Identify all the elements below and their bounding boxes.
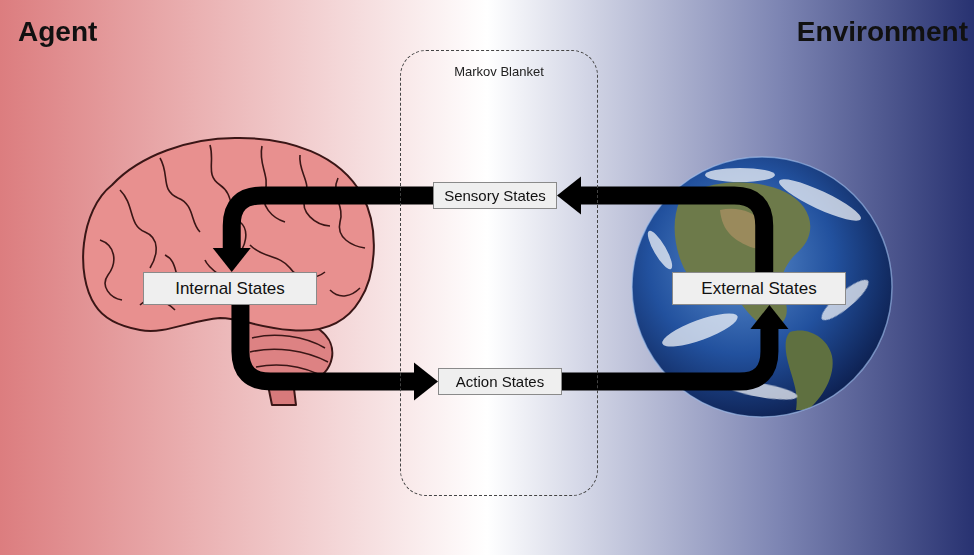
- markov-blanket: Markov BlanketSensory StatesAction State…: [400, 50, 598, 496]
- state-label: Internal States: [175, 279, 285, 299]
- arrow-shaft: [579, 196, 764, 273]
- state-box: Sensory States: [433, 182, 557, 209]
- arrow-head: [213, 248, 251, 272]
- state-label: Action States: [456, 373, 544, 390]
- arrow-shaft: [232, 196, 433, 251]
- flow-arrow: [240, 305, 438, 401]
- flow-arrow: [557, 177, 764, 273]
- region-heading: Markov Blanket: [401, 64, 597, 79]
- state-label: Sensory States: [444, 187, 546, 204]
- arrow-head: [557, 177, 581, 215]
- brain-illustration: [83, 138, 374, 405]
- arrow-shaft: [240, 305, 416, 382]
- arrow-head: [414, 363, 438, 401]
- state-label: External States: [701, 279, 816, 299]
- arrow-shaft: [562, 327, 769, 382]
- state-box: Action States: [438, 368, 562, 395]
- state-box: External States: [672, 272, 846, 305]
- region-title: Agent: [18, 16, 97, 48]
- arrow-head: [750, 305, 788, 329]
- region-title: Environment: [797, 16, 968, 48]
- state-box: Internal States: [143, 272, 317, 305]
- flow-arrow: [562, 305, 788, 382]
